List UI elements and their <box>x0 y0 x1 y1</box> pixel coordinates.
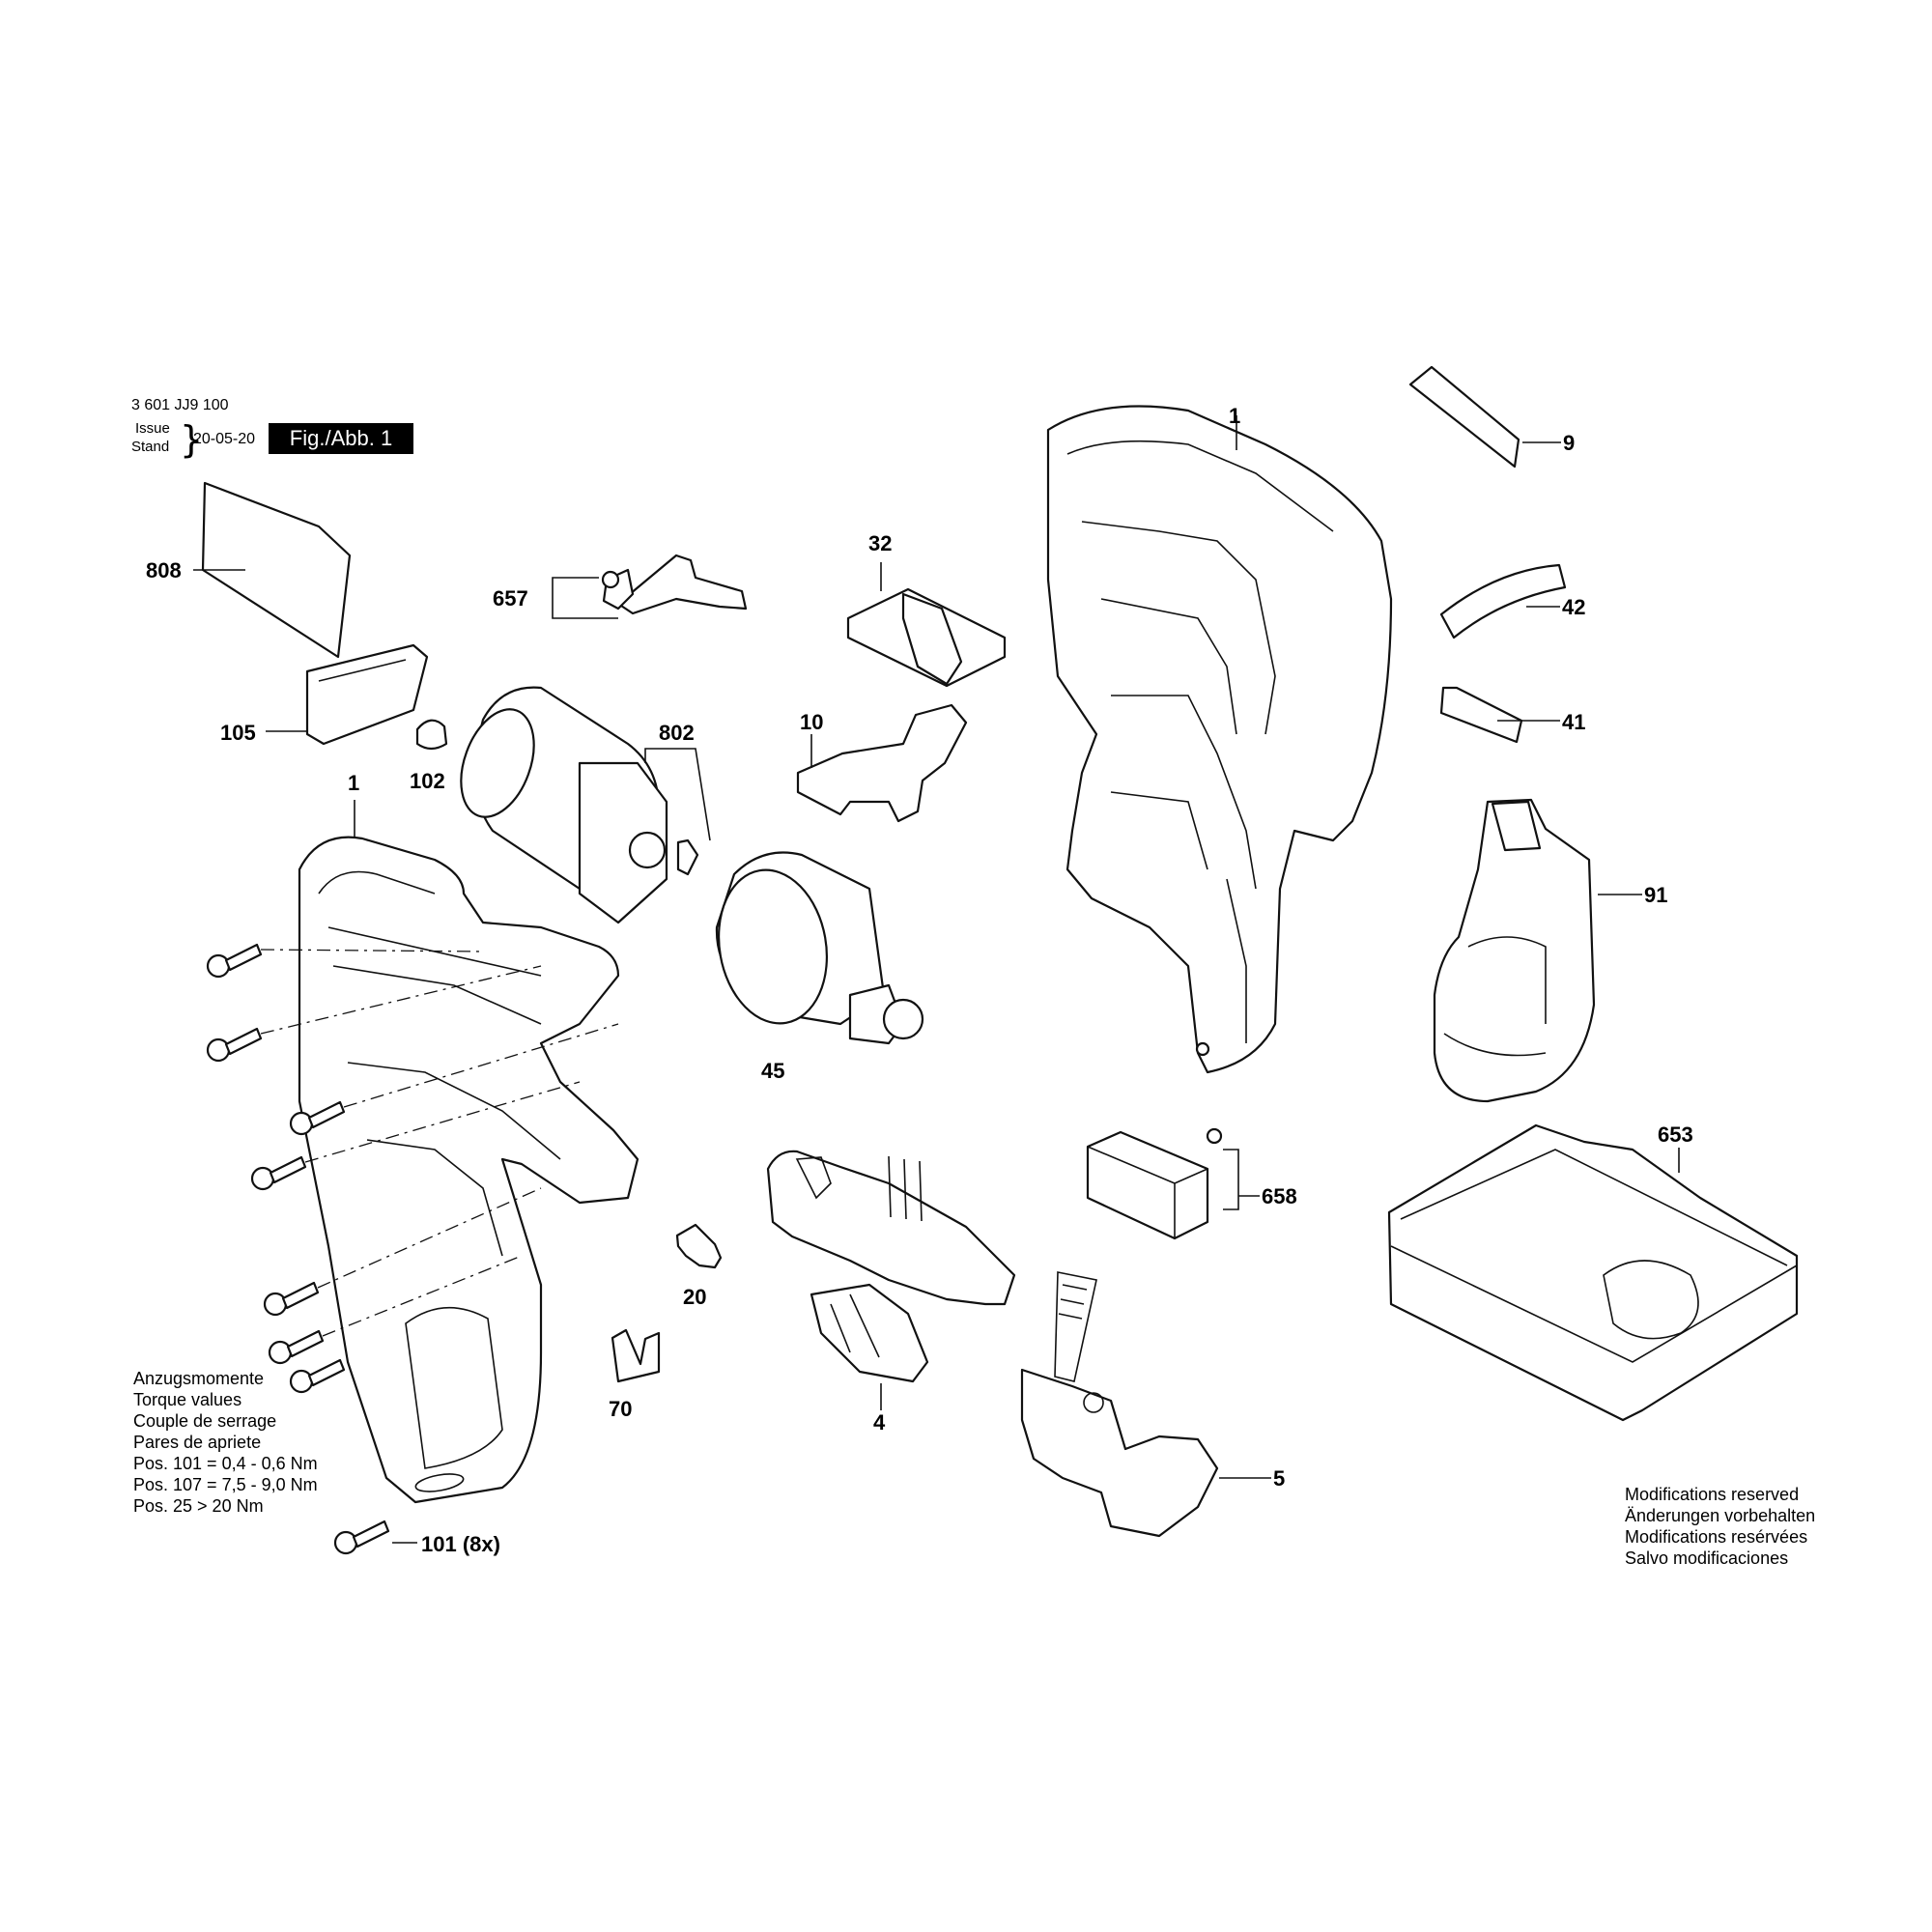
part-9-label <box>1408 365 1561 469</box>
figure-label: Fig./Abb. 1 <box>269 423 413 454</box>
modifications-fr: Modifications resérvées <box>1625 1527 1808 1547</box>
part-4-electronics <box>766 1150 1016 1410</box>
screw-101 <box>333 1520 390 1555</box>
part-20-latch <box>675 1223 723 1269</box>
screw-4 <box>250 1155 307 1191</box>
torque-heading-es: Pares de apriete <box>133 1433 262 1452</box>
part-653-charger <box>1387 1123 1799 1422</box>
part-label-4: 4 <box>873 1410 886 1435</box>
part-42-label <box>1439 563 1567 639</box>
part-802-motor <box>460 686 711 924</box>
screw-2 <box>206 1027 263 1063</box>
part-label-10: 10 <box>800 710 824 734</box>
part-label-102: 102 <box>410 769 445 793</box>
modifications-en: Modifications reserved <box>1625 1485 1800 1504</box>
modifications-es: Salvo modificaciones <box>1625 1548 1789 1568</box>
part-1-left-housing <box>298 800 639 1504</box>
part-102-cap <box>415 719 448 751</box>
part-41-label <box>1439 686 1560 744</box>
part-91-battery <box>1433 798 1642 1103</box>
part-5-trigger <box>1020 1271 1271 1538</box>
torque-pos-107: Pos. 107 = 7,5 - 9,0 Nm <box>133 1475 318 1494</box>
part-label-658: 658 <box>1262 1184 1297 1208</box>
part-label-70: 70 <box>609 1397 633 1421</box>
part-1-right-housing <box>1046 405 1393 1074</box>
part-label-657: 657 <box>493 586 528 611</box>
part-label-105: 105 <box>220 721 256 745</box>
screw-1 <box>206 943 263 979</box>
part-label-5: 5 <box>1273 1466 1286 1491</box>
torque-pos-25: Pos. 25 > 20 Nm <box>133 1496 264 1516</box>
part-label-1-left: 1 <box>348 771 360 795</box>
torque-heading-en: Torque values <box>133 1390 242 1409</box>
part-label-41: 41 <box>1562 710 1586 734</box>
issue-label: Issue <box>135 420 170 437</box>
torque-values-block: Anzugsmomente Torque values Couple de se… <box>133 1370 318 1519</box>
stand-label: Stand <box>131 439 170 455</box>
part-label-91: 91 <box>1644 883 1668 907</box>
part-label-42: 42 <box>1562 595 1586 619</box>
screw-6 <box>268 1329 325 1365</box>
screw-3 <box>289 1100 346 1136</box>
screw-5 <box>263 1281 320 1317</box>
part-45-gearbox <box>715 851 924 1045</box>
issue-date: 20-05-20 <box>193 431 256 447</box>
part-label-45: 45 <box>761 1059 785 1083</box>
part-label-101: 101 (8x) <box>421 1532 500 1556</box>
torque-heading-fr: Couple de serrage <box>133 1411 277 1431</box>
part-32-switch <box>846 562 1007 688</box>
part-808-label-sheet <box>193 481 352 659</box>
part-label-808: 808 <box>146 558 182 582</box>
part-label-802: 802 <box>659 721 695 745</box>
part-label-653: 653 <box>1658 1122 1693 1147</box>
part-105-nameplate <box>266 643 429 746</box>
part-657-bracket <box>552 554 748 619</box>
document-number: 3 601 JJ9 100 <box>131 397 229 413</box>
left-housing-screws <box>206 943 619 1555</box>
part-10-slide <box>796 703 968 823</box>
part-label-1-right: 1 <box>1229 404 1241 428</box>
part-label-20: 20 <box>683 1285 707 1309</box>
modifications-de: Änderungen vorbehalten <box>1625 1506 1816 1525</box>
torque-heading-de: Anzugsmomente <box>133 1369 265 1388</box>
part-658-switch-housing <box>1086 1127 1260 1240</box>
torque-pos-101: Pos. 101 = 0,4 - 0,6 Nm <box>133 1454 318 1473</box>
issue-brace: } <box>180 418 204 461</box>
screw-7 <box>289 1358 346 1394</box>
part-label-9: 9 <box>1563 431 1576 455</box>
part-70-clip <box>611 1328 661 1383</box>
part-label-32: 32 <box>868 531 893 555</box>
modifications-block: Modifications reserved Änderungen vorbeh… <box>1625 1486 1815 1571</box>
